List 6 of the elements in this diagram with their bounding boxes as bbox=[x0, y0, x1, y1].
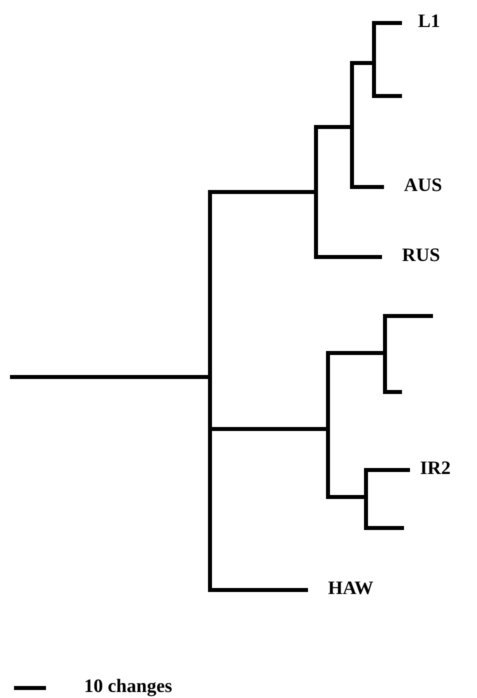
scale-label: 10 changes bbox=[84, 676, 172, 698]
taxon-label: RUS bbox=[402, 245, 440, 267]
taxon-label: HAW bbox=[328, 578, 374, 600]
taxon-label: L1 bbox=[418, 11, 440, 33]
taxon-label: IR2 bbox=[420, 458, 451, 480]
taxon-label: AUS bbox=[404, 175, 442, 197]
